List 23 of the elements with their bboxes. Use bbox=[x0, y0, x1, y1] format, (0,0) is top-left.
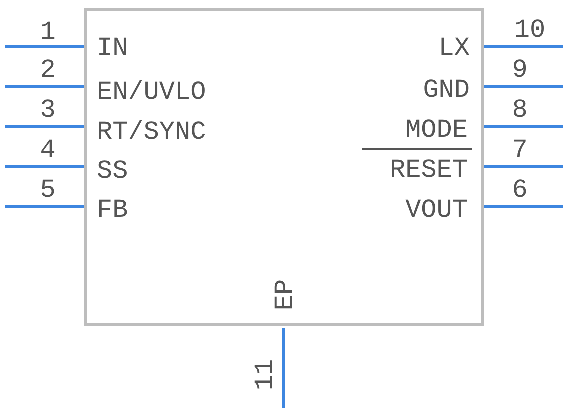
pin-name: VOUT bbox=[406, 197, 468, 223]
pin-number: 8 bbox=[512, 97, 528, 123]
pin-name: IN bbox=[97, 35, 128, 61]
pin-number: 10 bbox=[514, 17, 546, 43]
pin-number: 3 bbox=[40, 97, 56, 123]
pin-number: 5 bbox=[40, 177, 56, 203]
chip-body bbox=[84, 8, 484, 326]
pin-number: 9 bbox=[512, 57, 528, 83]
pin-name: SS bbox=[97, 158, 128, 184]
pin-number: 1 bbox=[40, 19, 56, 45]
pin-name: EP bbox=[272, 279, 298, 311]
pin-name: RESET bbox=[390, 157, 468, 183]
pin-name: RT/SYNC bbox=[97, 119, 206, 145]
pin-number: 7 bbox=[512, 137, 528, 163]
pin-name: LX bbox=[438, 35, 470, 61]
pin-number: 2 bbox=[40, 57, 56, 83]
pin-number: 4 bbox=[40, 137, 56, 163]
pin-name: EN/UVLO bbox=[97, 79, 206, 105]
pin-name: MODE bbox=[406, 117, 468, 143]
pin-name: GND bbox=[423, 77, 470, 103]
pin-number: 6 bbox=[512, 177, 528, 203]
pin-name: FB bbox=[97, 197, 128, 223]
pin-number: 11 bbox=[252, 359, 278, 391]
